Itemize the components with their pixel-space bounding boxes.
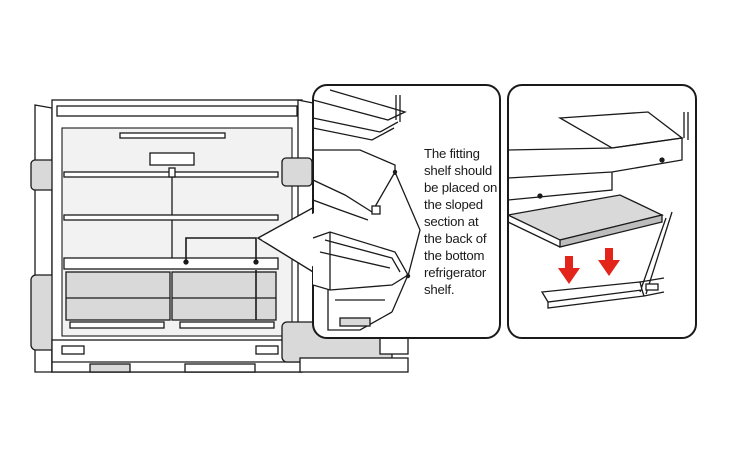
caption-line: shelf should	[424, 163, 492, 178]
callout-detail-shelf	[256, 84, 501, 339]
caption-line: refrigerator	[424, 265, 487, 280]
caption-line: shelf.	[424, 282, 455, 297]
arrow-down-icon	[598, 248, 620, 276]
caption-line: the bottom	[424, 248, 485, 263]
caption-line: The fitting	[424, 146, 480, 161]
caption-line: the back of	[424, 231, 487, 246]
caption-line: be placed on	[424, 180, 498, 195]
caption-line: section at	[424, 214, 479, 229]
callout-detail-installed	[507, 84, 697, 339]
caption-line: the sloped	[424, 197, 483, 212]
instruction-caption: The fitting shelf should be placed on th…	[424, 145, 506, 298]
arrow-down-icon	[558, 256, 580, 284]
